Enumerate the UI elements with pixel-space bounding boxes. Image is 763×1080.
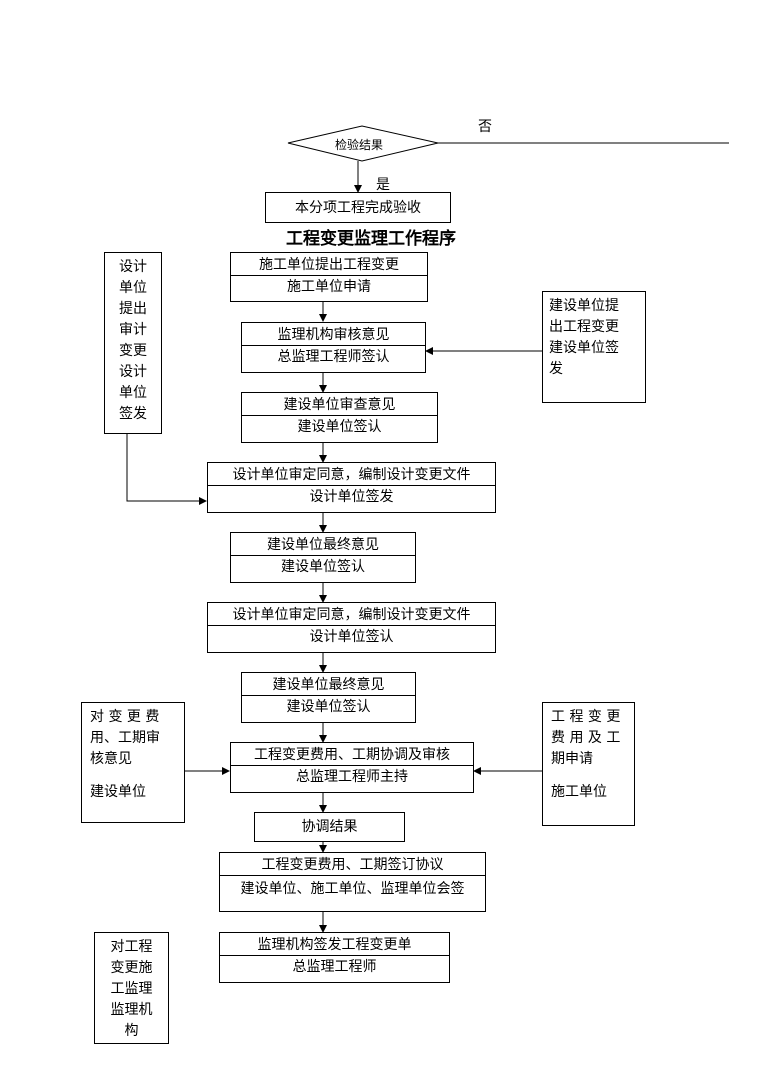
side-left-supervision-line: 变更施 bbox=[110, 960, 153, 976]
side-left-design-unit-line: 单位 bbox=[119, 280, 147, 296]
yes-label: 是 bbox=[376, 177, 390, 193]
side-right-contractor-apply-line: 工 程 变 更 bbox=[551, 709, 621, 725]
step-1-line1: 施工单位提出工程变更 bbox=[259, 257, 399, 273]
step-8-line1: 工程变更费用、工期协调及审核 bbox=[254, 747, 450, 763]
step-7-line1: 建设单位最终意见 bbox=[272, 677, 385, 693]
step-3: 建设单位审查意见 建设单位签认 bbox=[241, 392, 438, 443]
side-left-design-unit-line: 签发 bbox=[119, 406, 147, 422]
side-right-contractor-apply: 工 程 变 更费 用 及 工期申请 施工单位 bbox=[542, 702, 635, 826]
side-left-design-unit-line: 提出 bbox=[119, 301, 147, 317]
side-right-contractor-apply-line: 期申请 bbox=[551, 751, 593, 767]
side-right-client-unit-line: 建设单位签 bbox=[549, 340, 619, 356]
side-left-cost-review-line: 核意见 bbox=[90, 751, 132, 767]
side-right-contractor-apply-line: 费 用 及 工 bbox=[551, 730, 621, 746]
side-left-supervision-line: 构 bbox=[124, 1023, 139, 1039]
side-left-design-unit-line: 设计 bbox=[119, 259, 147, 275]
side-left-supervision-line: 工监理 bbox=[110, 981, 153, 997]
step-10: 工程变更费用、工期签订协议 建设单位、施工单位、监理单位会签 bbox=[219, 852, 486, 912]
step-11-line2: 总监理工程师 bbox=[292, 959, 377, 975]
side-left-cost-review-footer: 建设单位 bbox=[90, 784, 146, 800]
side-right-client-unit-line: 出工程变更 bbox=[549, 319, 619, 335]
side-right-client-unit-line: 发 bbox=[549, 361, 563, 377]
step-11-line1: 监理机构签发工程变更单 bbox=[257, 937, 412, 953]
side-left-supervision-line: 监理机 bbox=[110, 1002, 153, 1018]
step-8-line2: 总监理工程师主持 bbox=[296, 769, 408, 785]
step-3-line2: 建设单位签认 bbox=[297, 419, 382, 435]
complete-label: 本分项工程完成验收 bbox=[295, 200, 421, 216]
step-6: 设计单位审定同意，编制设计变更文件 设计单位签认 bbox=[207, 602, 496, 653]
complete-box: 本分项工程完成验收 bbox=[265, 192, 451, 223]
step-3-line1: 建设单位审查意见 bbox=[283, 397, 396, 413]
side-left-cost-review-line: 对 变 更 费 bbox=[90, 709, 160, 725]
step-5: 建设单位最终意见 建设单位签认 bbox=[230, 532, 416, 583]
step-6-line2: 设计单位签认 bbox=[309, 629, 394, 645]
step-4: 设计单位审定同意，编制设计变更文件 设计单位签发 bbox=[207, 462, 496, 513]
step-4-line2: 设计单位签发 bbox=[309, 489, 394, 505]
step-2-line2: 总监理工程师签认 bbox=[277, 349, 390, 365]
step-2-line1: 监理机构审核意见 bbox=[277, 327, 390, 343]
step-6-line1: 设计单位审定同意，编制设计变更文件 bbox=[232, 607, 471, 623]
page-title: 工程变更监理工作程序 bbox=[286, 229, 456, 249]
side-right-contractor-apply-footer: 施工单位 bbox=[551, 784, 607, 800]
step-1: 施工单位提出工程变更 施工单位申请 bbox=[230, 252, 428, 302]
side-right-client-unit-line: 建设单位提 bbox=[549, 298, 619, 314]
step-10-line1: 工程变更费用、工期签订协议 bbox=[261, 857, 444, 873]
step-2: 监理机构审核意见 总监理工程师签认 bbox=[241, 322, 426, 373]
side-left-design-unit: 设计单位提出审计变更设计单位签发 bbox=[104, 252, 162, 434]
side-left-supervision: 对工程变更施工监理监理机构 bbox=[94, 932, 169, 1044]
step-5-line2: 建设单位签认 bbox=[281, 559, 365, 575]
step-9-line1: 协调结果 bbox=[301, 819, 358, 835]
step-11: 监理机构签发工程变更单 总监理工程师 bbox=[219, 932, 450, 983]
step-8: 工程变更费用、工期协调及审核 总监理工程师主持 bbox=[230, 742, 474, 793]
step-5-line1: 建设单位最终意见 bbox=[267, 537, 379, 553]
side-left-design-unit-line: 单位 bbox=[119, 385, 147, 401]
step-10-line2: 建设单位、施工单位、监理单位会签 bbox=[240, 881, 465, 897]
side-right-client-unit: 建设单位提出工程变更建设单位签发 bbox=[542, 291, 646, 403]
side-left-design-unit-line: 审计 bbox=[119, 322, 147, 338]
decision-label: 检验结果 bbox=[335, 138, 384, 152]
side-left-design-unit-line: 变更 bbox=[119, 343, 147, 359]
side-left-cost-review: 对 变 更 费用、工期审核意见 建设单位 bbox=[81, 702, 185, 823]
step-4-line1: 设计单位审定同意，编制设计变更文件 bbox=[232, 467, 471, 483]
no-label: 否 bbox=[478, 119, 492, 135]
step-7-line2: 建设单位签认 bbox=[286, 699, 371, 715]
side-left-cost-review-line: 用、工期审 bbox=[90, 730, 160, 746]
side-left-supervision-line: 对工程 bbox=[110, 939, 153, 955]
side-left-design-unit-line: 设计 bbox=[119, 364, 147, 380]
step-7: 建设单位最终意见 建设单位签认 bbox=[241, 672, 416, 723]
step-1-line2: 施工单位申请 bbox=[287, 279, 371, 295]
step-9: 协调结果 bbox=[254, 812, 405, 842]
